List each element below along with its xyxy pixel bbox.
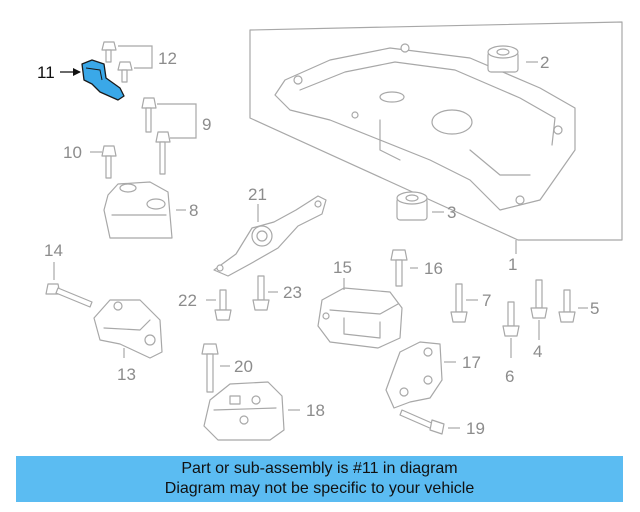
callout-4: 4 <box>533 342 542 361</box>
callout-19: 19 <box>466 419 485 438</box>
callout-21: 21 <box>248 185 267 204</box>
callout-14: 14 <box>44 241 63 260</box>
part-19-bolt: 19 <box>399 409 485 438</box>
info-banner: Part or sub-assembly is #11 in diagram D… <box>16 456 623 502</box>
part-15-mount: 15 <box>317 258 403 349</box>
callout-5: 5 <box>590 299 599 318</box>
part-16-bolt: 16 <box>390 249 443 287</box>
callout-15: 15 <box>333 258 352 277</box>
callout-7: 7 <box>482 291 491 310</box>
callout-6: 6 <box>505 367 514 386</box>
part-12-bolts: 12 <box>101 41 177 83</box>
part-17-bracket: 17 <box>385 341 481 409</box>
part-1-subframe: 1 <box>249 21 623 274</box>
part-9-bolts: 9 <box>141 97 211 175</box>
callout-20: 20 <box>234 357 253 376</box>
callout-1: 1 <box>508 255 517 274</box>
part-3-bushing: 3 <box>396 191 456 222</box>
callout-12: 12 <box>158 49 177 68</box>
part-14-bolt: 14 <box>44 241 93 308</box>
part-21-torque-rod: 21 <box>213 185 327 277</box>
part-7-bolt: 7 <box>450 283 491 323</box>
callout-18: 18 <box>306 401 325 420</box>
callout-22: 22 <box>178 291 197 310</box>
callout-17: 17 <box>462 353 481 372</box>
callout-10: 10 <box>63 143 82 162</box>
part-10-bolt: 10 <box>63 143 117 179</box>
callout-3: 3 <box>447 203 456 222</box>
part-18-mount: 18 <box>203 381 325 441</box>
callout-11: 11 <box>37 63 55 82</box>
callout-9: 9 <box>202 115 211 134</box>
part-20-bolt: 20 <box>201 343 253 393</box>
part-6-bolt: 6 <box>502 301 520 386</box>
part-4-bolt: 4 <box>530 279 548 361</box>
part-23-bolt: 23 <box>252 275 302 311</box>
callout-23: 23 <box>283 283 302 302</box>
callout-13: 13 <box>117 365 136 384</box>
part-5-bolt: 5 <box>558 289 599 323</box>
banner-line-1: Part or sub-assembly is #11 in diagram <box>181 460 458 477</box>
part-8-mount: 8 <box>103 181 198 239</box>
callout-16: 16 <box>424 259 443 278</box>
part-11-bracket: 11 <box>37 59 125 101</box>
part-22-bolt: 22 <box>178 289 232 321</box>
part-13-mount: 13 <box>93 299 163 384</box>
callout-2: 2 <box>540 53 549 72</box>
part-2-bushing: 2 <box>487 45 549 73</box>
banner-line-2: Diagram may not be specific to your vehi… <box>164 480 475 497</box>
callout-8: 8 <box>189 201 198 220</box>
